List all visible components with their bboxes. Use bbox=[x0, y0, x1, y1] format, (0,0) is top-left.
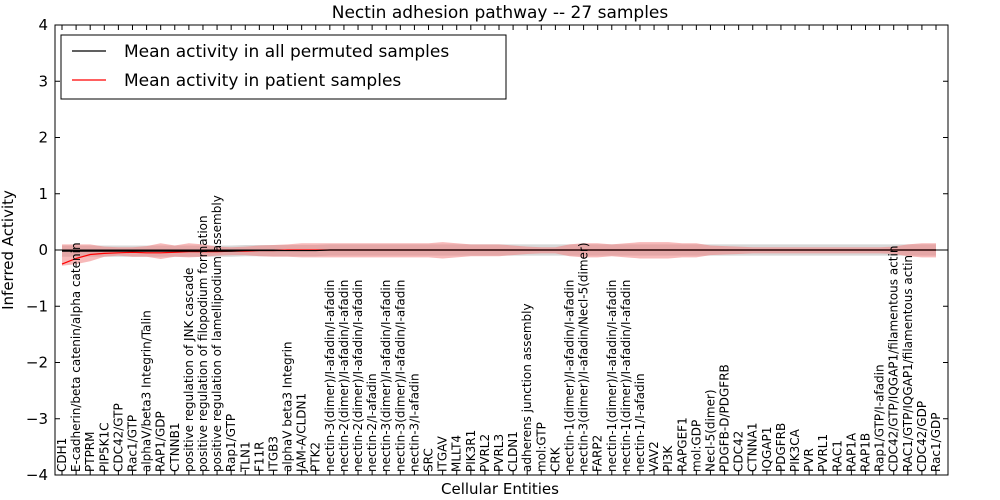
x-tick-label: nectin-3/I-afadin bbox=[407, 373, 421, 472]
x-tick-label: nectin-1/I-afadin bbox=[633, 373, 647, 472]
x-tick-label: MLLT4 bbox=[450, 435, 464, 472]
x-tick-label: RAP1/GDP bbox=[154, 411, 168, 472]
x-tick-label: PVR bbox=[802, 448, 816, 472]
x-tick-label: CTNNB1 bbox=[168, 422, 182, 472]
x-tick-label: Rap1/GTP/I-afadin bbox=[873, 364, 887, 472]
x-tick-label: Necl-5(dimer) bbox=[703, 389, 717, 472]
x-tick-label: PDGFB-D/PDGFRB bbox=[718, 364, 732, 472]
x-tick-label: mol:GTP bbox=[534, 422, 548, 472]
x-tick-label: RAP1A bbox=[844, 432, 858, 472]
y-tick-label: 4 bbox=[38, 16, 48, 34]
x-tick-label: Rac1/GDP bbox=[929, 413, 943, 472]
legend-box bbox=[60, 34, 507, 100]
x-tick-label: JAM-A/CLDN1 bbox=[295, 393, 309, 473]
x-tick-label: alphaV/beta3 Integrin/Talin bbox=[140, 310, 154, 472]
x-tick-label: CDH1 bbox=[55, 438, 69, 472]
x-tick-label: ITGAV bbox=[436, 435, 450, 472]
x-tick-label: PI3K bbox=[661, 445, 675, 472]
x-tick-label: F11R bbox=[252, 441, 266, 472]
y-tick-label: 0 bbox=[38, 241, 48, 259]
x-tick-label: adherens junction assembly bbox=[520, 303, 534, 472]
x-tick-label: nectin-1(dimer)/I-afadin/I-afadin bbox=[562, 280, 576, 472]
x-tick-label: PIP5K1C bbox=[97, 422, 111, 472]
x-tick-label: nectin-2(dimer)/I-afadin/I-afadin bbox=[337, 280, 351, 472]
x-tick-label: nectin-2(dimer)/I-afadin/I-afadin bbox=[351, 280, 365, 472]
patient-band bbox=[62, 242, 936, 266]
legend-label: Mean activity in patient samples bbox=[124, 71, 401, 91]
series-lines bbox=[55, 249, 948, 265]
x-tick-label: nectin-3(dimer)/I-afadin/I-afadin bbox=[323, 280, 337, 472]
confidence-bands bbox=[62, 242, 936, 266]
y-ticks: 4 3 2 1 0 −1 −2 −3 −4 bbox=[26, 16, 948, 484]
x-tick-label: nectin-3(dimer)/I-afadin/Necl-5(dimer) bbox=[577, 242, 591, 472]
series-line-0 bbox=[62, 249, 936, 252]
x-tick-label: nectin-1(dimer)/I-afadin/I-afadin bbox=[605, 280, 619, 472]
x-tick-label: TLN1 bbox=[238, 441, 252, 473]
x-axis-label: Cellular Entities bbox=[441, 480, 559, 498]
legend: Mean activity in all permuted samplesMea… bbox=[60, 34, 507, 100]
x-tick-label: RAP1B bbox=[859, 433, 873, 472]
x-tick-label: mol:GDP bbox=[689, 420, 703, 472]
x-tick-label: RAC1 bbox=[830, 440, 844, 472]
x-tick-label: PVRL2 bbox=[478, 434, 492, 472]
y-tick-label: −2 bbox=[26, 354, 48, 372]
x-tick-label: RAC1/GTP/IQGAP1/filamentous actin bbox=[901, 255, 915, 472]
x-tick-label: CTNNA1 bbox=[746, 422, 760, 472]
x-tick-label: PDGFRB bbox=[774, 423, 788, 472]
x-tick-label: RAPGEF1 bbox=[675, 417, 689, 472]
x-tick-label: CLDN1 bbox=[506, 431, 520, 472]
x-tick-label: VAV2 bbox=[647, 441, 661, 472]
x-tick-label: nectin-3(dimer)/I-afadin/I-afadin bbox=[379, 280, 393, 472]
y-tick-label: 2 bbox=[38, 129, 48, 147]
x-tick-label: positive regulation of JNK cascade bbox=[182, 268, 196, 472]
x-tick-label: E-cadherin/beta catenin/alpha catenin bbox=[69, 242, 83, 472]
x-tick-label: nectin-3(dimer)/I-afadin/I-afadin bbox=[393, 280, 407, 472]
x-tick-label: positive regulation of filopodium format… bbox=[196, 215, 210, 472]
x-tick-label: CDC42/GTP bbox=[111, 403, 125, 472]
x-tick-label: CRK bbox=[548, 446, 562, 472]
y-tick-label: 1 bbox=[38, 185, 48, 203]
x-tick-label: PTPRM bbox=[83, 432, 97, 473]
x-tick-label: PIK3CA bbox=[788, 428, 802, 472]
y-tick-label: 3 bbox=[38, 72, 48, 90]
y-tick-label: −1 bbox=[26, 297, 48, 315]
x-tick-label: PTK2 bbox=[309, 442, 323, 472]
x-tick-label: Rap1/GTP bbox=[224, 414, 238, 472]
x-tick-label: nectin-2/I-afadin bbox=[365, 373, 379, 472]
x-tick-label: PIK3R1 bbox=[464, 430, 478, 472]
plot-frame bbox=[54, 24, 949, 476]
x-tick-label: ITGB3 bbox=[266, 436, 280, 472]
y-axis-label: Inferred Activity bbox=[0, 190, 17, 310]
x-tick-label: PVRL1 bbox=[816, 434, 830, 472]
x-tick-label: FARP2 bbox=[591, 435, 605, 472]
x-tick-label: nectin-1(dimer)/I-afadin/I-afadin bbox=[619, 280, 633, 472]
x-tick-label: alphaV beta3 Integrin bbox=[281, 341, 295, 472]
x-tick-label: PVRL3 bbox=[492, 434, 506, 472]
x-tick-label: CDC42/GDP bbox=[915, 401, 929, 472]
y-tick-label: −3 bbox=[26, 410, 48, 428]
x-tick-label: IQGAP1 bbox=[760, 427, 774, 472]
x-tick-label: SRC bbox=[422, 448, 436, 472]
x-tick-label: positive regulation of lamellipodium ass… bbox=[210, 195, 224, 472]
y-tick-label: −4 bbox=[26, 466, 48, 484]
chart-title: Nectin adhesion pathway -- 27 samples bbox=[332, 3, 669, 23]
x-tick-label: CDC42 bbox=[732, 431, 746, 472]
legend-label: Mean activity in all permuted samples bbox=[124, 42, 449, 62]
x-tick-label: Rac1/GTP bbox=[125, 415, 139, 472]
x-tick-label: CDC42/GTP/IQGAP1/filamentous actin bbox=[887, 246, 901, 472]
